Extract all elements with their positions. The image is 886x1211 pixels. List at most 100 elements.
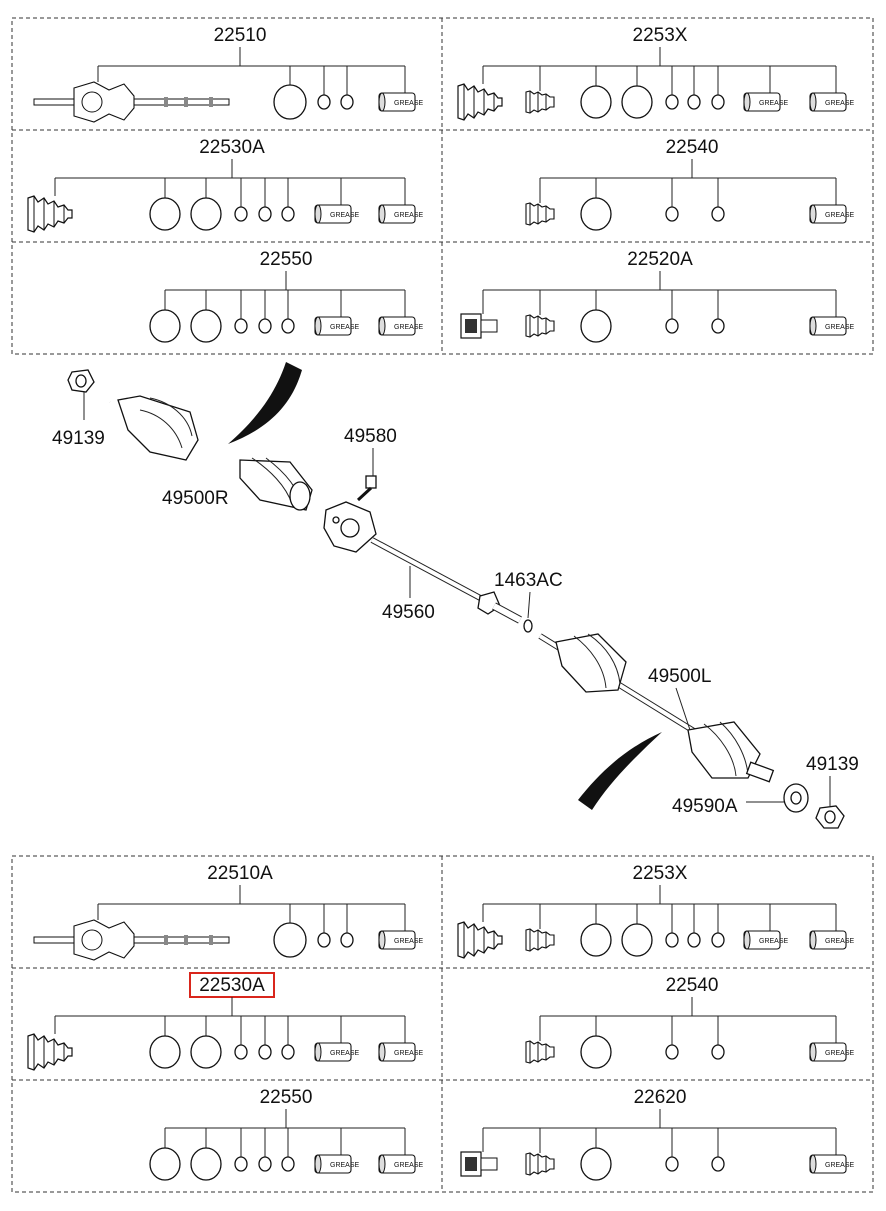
seal-ring <box>190 309 222 343</box>
seal-ring <box>580 1035 612 1069</box>
boot <box>27 1033 73 1071</box>
direction-arrow-lower <box>578 732 662 810</box>
clamp-band <box>711 1156 725 1172</box>
clamp-band <box>317 94 331 110</box>
washer[interactable] <box>783 783 809 813</box>
seal-ring <box>621 85 653 119</box>
clamp-band <box>258 1044 272 1060</box>
grease-label: GREASE <box>330 1050 360 1057</box>
clamp-band <box>711 1044 725 1060</box>
kit-cell-6[interactable]: 22520A GREASE <box>460 249 855 343</box>
grease-label: GREASE <box>330 212 360 219</box>
bearing-bracket-shaft[interactable] <box>323 501 522 624</box>
left-drive-shaft[interactable] <box>538 633 775 783</box>
seal-ring <box>149 197 181 231</box>
clamp-band <box>665 1156 679 1172</box>
clamp-band <box>665 318 679 334</box>
seal-ring <box>273 922 307 958</box>
kit-part-number[interactable]: 22510A <box>207 863 273 884</box>
small-boot <box>525 202 555 226</box>
seal-ring <box>580 197 612 231</box>
callout-nut-left[interactable]: 49139 <box>806 754 859 775</box>
clamp-band <box>258 318 272 334</box>
small-boot <box>525 928 555 952</box>
clamp-band <box>281 318 295 334</box>
seal-ring <box>149 1035 181 1069</box>
clamp-band <box>711 318 725 334</box>
kit-part-number[interactable]: 22530A <box>199 975 265 996</box>
callout-circlip[interactable]: 1463AC <box>494 570 563 591</box>
callout-left-drive-shaft[interactable]: 49500L <box>648 666 711 687</box>
boot <box>457 83 503 121</box>
small-boot <box>525 314 555 338</box>
top-kit-frame <box>11 17 874 355</box>
clamp-band <box>665 1044 679 1060</box>
kit-part-number[interactable]: 22550 <box>260 1087 313 1108</box>
grease-label: GREASE <box>825 212 855 219</box>
grease-label: GREASE <box>394 212 424 219</box>
right-drive-shaft[interactable] <box>109 395 313 511</box>
grease-label: GREASE <box>394 100 424 107</box>
clamp-band <box>258 206 272 222</box>
clamp-band <box>234 1156 248 1172</box>
callout-nut-right[interactable]: 49139 <box>52 428 105 449</box>
small-boot <box>525 90 555 114</box>
seal-ring <box>580 309 612 343</box>
drive-shaft-assembly <box>67 362 845 829</box>
grease-label: GREASE <box>759 938 789 945</box>
bolt[interactable] <box>356 475 377 502</box>
kit-part-number[interactable]: 22530A <box>199 137 265 158</box>
boot <box>27 195 73 233</box>
kit-part-number[interactable]: 22550 <box>260 249 313 270</box>
boot <box>457 921 503 959</box>
grease-label: GREASE <box>330 1162 360 1169</box>
kit-cell-8[interactable]: 2253X GREASE GREASE <box>457 863 855 959</box>
clamp-band <box>281 1044 295 1060</box>
grease-label: GREASE <box>825 324 855 331</box>
callout-bearing-shaft[interactable]: 49560 <box>382 602 435 623</box>
grease-label: GREASE <box>825 938 855 945</box>
kit-part-number[interactable]: 22510 <box>214 25 267 46</box>
bottom-kit-frame <box>11 855 874 1193</box>
seal-ring <box>273 84 307 120</box>
kit-part-number[interactable]: 22540 <box>666 975 719 996</box>
kit-part-number[interactable]: 2253X <box>633 863 688 884</box>
clamp-band <box>665 206 679 222</box>
grease-label: GREASE <box>825 1162 855 1169</box>
callout-bolt[interactable]: 49580 <box>344 426 397 447</box>
kit-part-number[interactable]: 22620 <box>634 1087 687 1108</box>
kit-part-number[interactable]: 2253X <box>633 25 688 46</box>
clamp-band <box>281 1156 295 1172</box>
callout-washer[interactable]: 49590A <box>672 796 738 817</box>
kit-part-number[interactable]: 22540 <box>666 137 719 158</box>
seal-ring <box>580 923 612 957</box>
clamp-band <box>234 318 248 334</box>
shaft-assembly <box>33 919 230 961</box>
clamp-band <box>711 94 725 110</box>
seal-ring <box>580 85 612 119</box>
kit-cell-3[interactable]: 22530A GREASE GREASE <box>27 137 424 233</box>
circlip[interactable] <box>523 619 533 633</box>
seal-ring <box>149 1147 181 1181</box>
seal-ring <box>190 1035 222 1069</box>
clamp-band <box>340 932 354 948</box>
kit-part-number[interactable]: 22520A <box>627 249 693 270</box>
clamp-band <box>317 932 331 948</box>
nut-right[interactable] <box>67 369 95 393</box>
clamp-band <box>665 94 679 110</box>
nut-left[interactable] <box>815 805 845 829</box>
clamp-band <box>234 1044 248 1060</box>
clamp-band <box>711 206 725 222</box>
seal-ring <box>580 1147 612 1181</box>
callout-right-drive-shaft[interactable]: 49500R <box>162 488 229 509</box>
